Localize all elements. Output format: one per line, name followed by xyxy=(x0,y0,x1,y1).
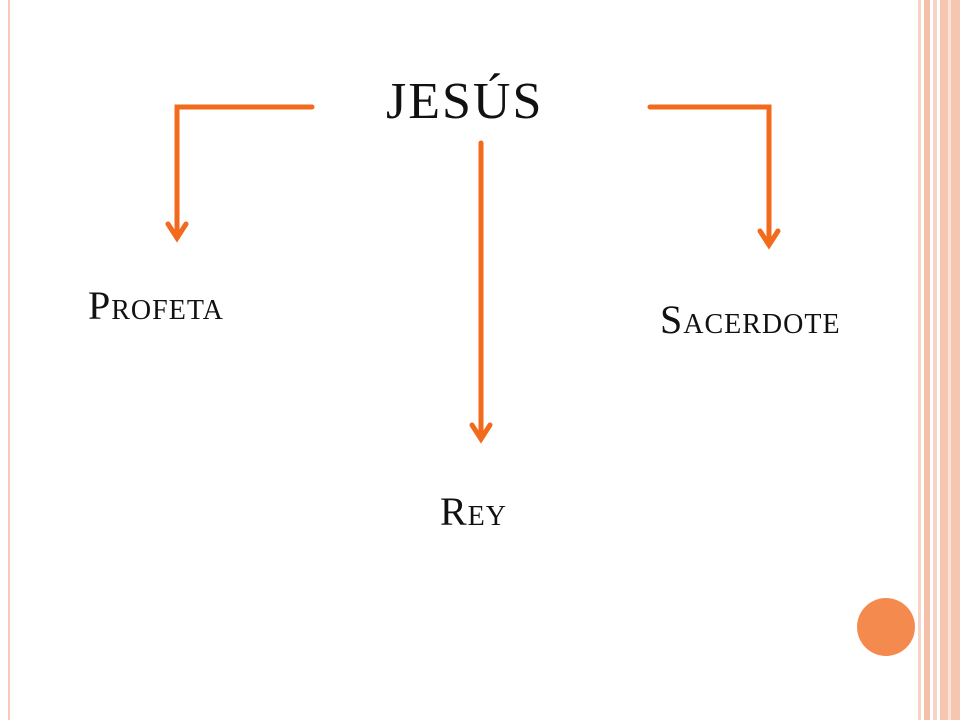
arrowhead-sacerdote xyxy=(757,228,781,250)
node-profeta: Profeta xyxy=(88,283,224,328)
decorative-circle xyxy=(857,598,915,656)
arrowhead-profeta xyxy=(165,221,189,243)
arrow-to-sacerdote xyxy=(647,104,772,245)
right-border-stripe xyxy=(948,0,951,720)
arrowhead-rey xyxy=(469,422,493,444)
node-sacerdote: Sacerdote xyxy=(660,297,841,342)
diagram-title: JESÚS xyxy=(386,73,544,130)
left-border-line xyxy=(8,0,10,720)
node-rey: Rey xyxy=(440,489,508,534)
arrow-to-profeta xyxy=(174,104,315,238)
right-border-stripe xyxy=(933,0,937,720)
right-border-stripe xyxy=(924,0,930,720)
right-border-stripe xyxy=(918,0,921,720)
